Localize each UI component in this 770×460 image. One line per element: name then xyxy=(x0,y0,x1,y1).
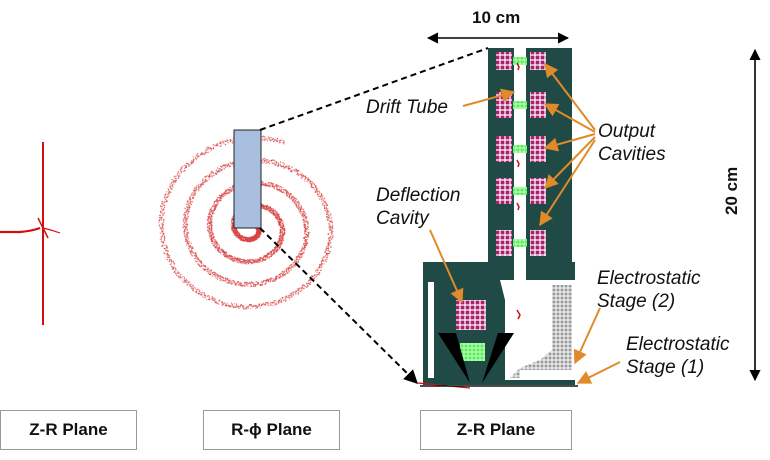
deflection-cavity-grid xyxy=(460,343,485,361)
annotation-arrows xyxy=(429,62,621,384)
width-label: 10 cm xyxy=(472,8,521,27)
selection-window xyxy=(233,129,262,229)
caption-zr-plane-left: Z-R Plane xyxy=(0,410,137,450)
cavity-gap-grid xyxy=(513,101,527,109)
deflection-cavity-label: Deflection Cavity xyxy=(376,185,461,229)
zr-plane-small xyxy=(0,142,61,325)
zoom-line-top xyxy=(259,47,489,131)
output-cavities-label: Output Cavities xyxy=(598,121,666,165)
caption-r-phi-plane: R-ϕ Plane xyxy=(203,410,340,450)
deflection-cavity-block xyxy=(456,300,486,330)
cavity-gap-grid xyxy=(513,239,527,247)
output-cavity-block xyxy=(496,52,512,70)
electrostatic-stage-1-label: Electrostatic Stage (1) xyxy=(626,334,730,378)
output-cavity-block xyxy=(530,178,546,204)
output-cavity-block xyxy=(530,230,546,256)
cavity-gap-grid xyxy=(513,187,527,195)
output-cavity-block xyxy=(530,136,546,162)
cavity-gap-grid xyxy=(513,57,527,65)
output-cavity-block xyxy=(530,52,546,70)
output-cavity-block xyxy=(496,178,512,204)
drift-tube-label: Drift Tube xyxy=(366,97,449,118)
zoom-line-bottom xyxy=(259,227,418,384)
height-label: 20 cm xyxy=(722,166,741,215)
output-cavities-grid xyxy=(496,52,546,256)
output-cavity-block xyxy=(496,230,512,256)
output-cavity-block xyxy=(530,92,546,118)
caption-zr-plane-right: Z-R Plane xyxy=(420,410,572,450)
output-cavity-block xyxy=(496,136,512,162)
electrostatic-stage-2-label: Electrostatic Stage (2) xyxy=(597,268,701,312)
cavity-gap-grid xyxy=(513,145,527,153)
